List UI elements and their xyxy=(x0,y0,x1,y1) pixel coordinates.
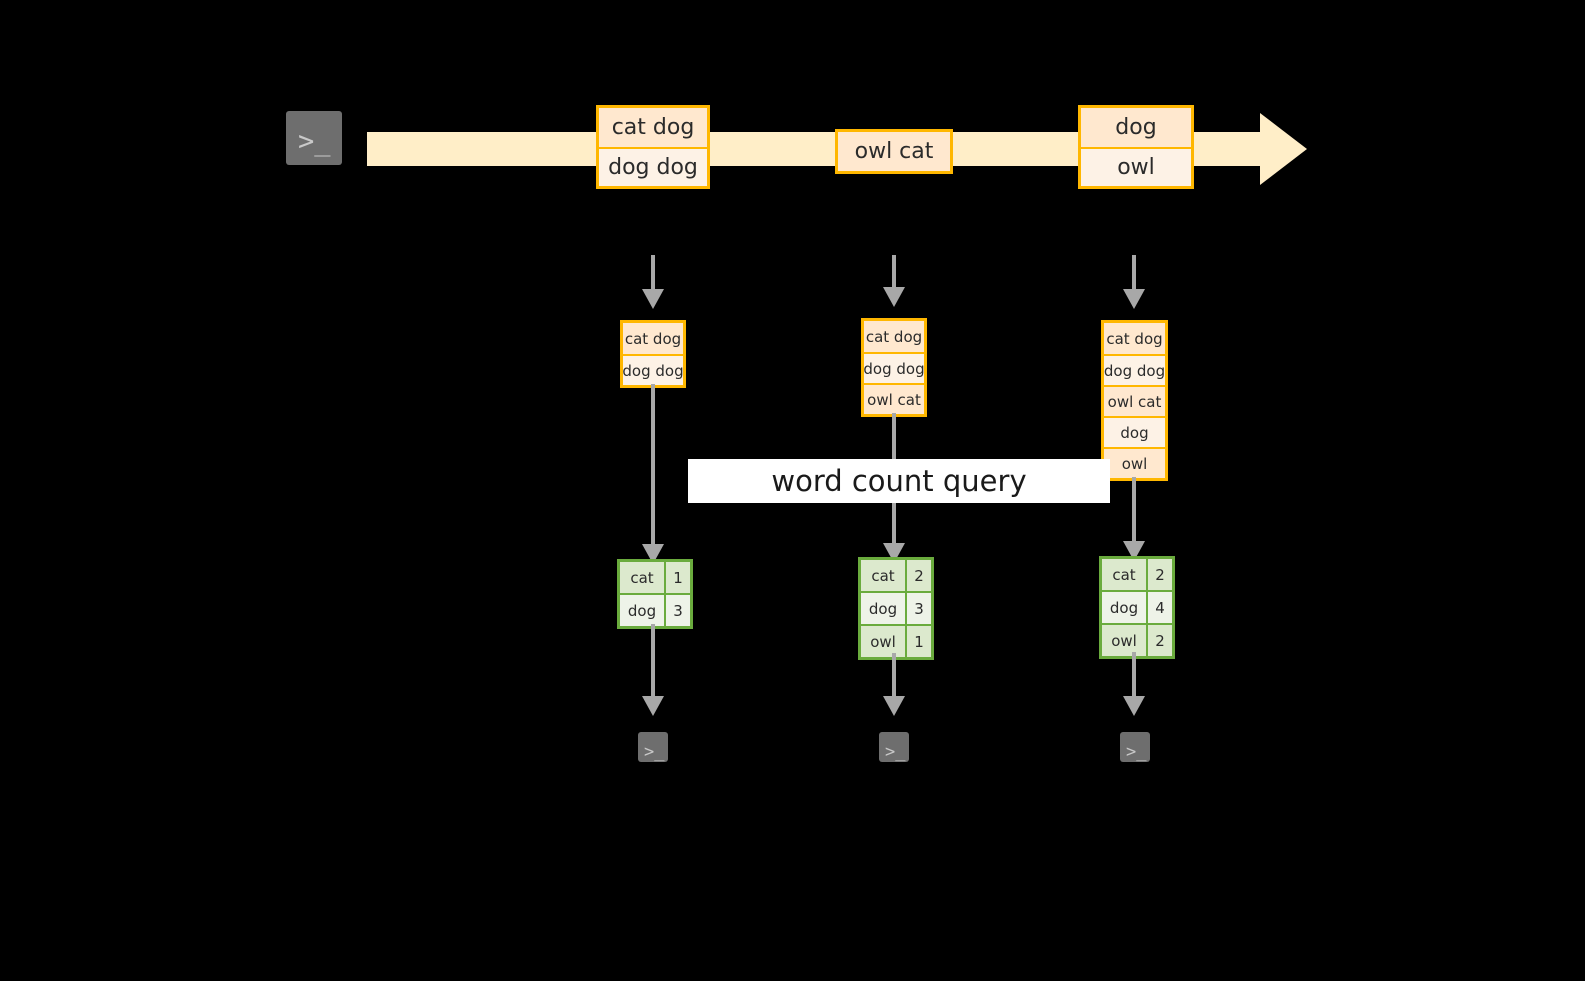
stage-3-result-count-3: 2 xyxy=(1146,625,1172,656)
input-stream-arrowhead xyxy=(1260,113,1307,185)
stage-1-result-word-2: dog xyxy=(620,595,664,626)
stream-batch-1: cat dog dog dog xyxy=(596,105,710,189)
stream-batch-2-line-1: owl cat xyxy=(854,139,934,164)
stream-batch-3: dog owl xyxy=(1078,105,1194,189)
stage-2-result-word-1: cat xyxy=(871,566,895,585)
table-row: owl 2 xyxy=(1102,623,1172,656)
terminal-prompt-glyph: >_ xyxy=(1126,742,1147,762)
stage-3-accumulated-records: cat dog dog dog owl cat dog owl xyxy=(1101,320,1168,481)
stream-batch-3-line-2: owl xyxy=(1081,147,1191,186)
stage-3-result-count-2: 4 xyxy=(1146,592,1172,623)
stage-3-sink-arrow-line xyxy=(1132,652,1136,702)
terminal-prompt-glyph: >_ xyxy=(885,742,906,762)
stage-2-result-count-2: 3 xyxy=(905,593,931,624)
stage-1-sink-terminal-icon: >_ xyxy=(629,723,677,771)
stage-3-record-1: cat dog xyxy=(1106,329,1163,348)
stream-batch-3-line-1: dog xyxy=(1115,115,1157,140)
stage-2-result-table: cat 2 dog 3 owl 1 xyxy=(858,557,934,660)
table-row: cat 2 xyxy=(861,560,931,591)
stage-1-sink-arrowhead xyxy=(642,696,664,716)
stage-3-record-5: owl xyxy=(1104,447,1165,478)
stage-1-query-arrow-line xyxy=(651,384,655,552)
stage-3-result-table: cat 2 dog 4 owl 2 xyxy=(1099,556,1175,659)
stage-1-record-1: cat dog xyxy=(624,329,682,348)
stage-3-result-word-1: cat xyxy=(1112,565,1136,584)
stage-3-record-4: dog xyxy=(1104,416,1165,447)
stage-2-result-word-2: dog xyxy=(861,593,905,624)
query-label: word count query xyxy=(688,459,1110,503)
stage-2-result-count-3: 1 xyxy=(905,626,931,657)
stage-3-dashed-connector xyxy=(1132,255,1136,293)
stage-2-record-3: owl cat xyxy=(864,383,924,414)
stage-3-dashed-arrowhead xyxy=(1123,289,1145,309)
table-row: owl 1 xyxy=(861,624,931,657)
stage-3-record-3: owl cat xyxy=(1104,385,1165,416)
stage-1-record-2: dog dog xyxy=(622,354,684,385)
table-row: dog 4 xyxy=(1102,590,1172,623)
stage-3-sink-terminal-icon: >_ xyxy=(1111,723,1159,771)
table-row: cat 2 xyxy=(1102,559,1172,590)
stage-1-result-count-2: 3 xyxy=(664,595,690,626)
stage-3-query-arrow-line xyxy=(1132,477,1136,552)
stage-2-accumulated-records: cat dog dog dog owl cat xyxy=(861,318,927,417)
stage-2-sink-arrow-line xyxy=(892,653,896,703)
stage-2-sink-terminal-icon: >_ xyxy=(870,723,918,771)
stage-2-result-count-1: 2 xyxy=(905,560,931,591)
stage-3-sink-arrowhead xyxy=(1123,696,1145,716)
stream-batch-1-line-1: cat dog xyxy=(611,115,695,140)
stage-1-result-table: cat 1 dog 3 xyxy=(617,559,693,629)
stage-1-sink-arrow-line xyxy=(651,624,655,702)
terminal-prompt-glyph: >_ xyxy=(644,742,665,762)
stage-1-result-count-1: 1 xyxy=(664,562,690,593)
stage-2-dashed-arrowhead xyxy=(883,287,905,307)
source-terminal-icon: >_ xyxy=(275,100,353,176)
stage-2-result-word-3: owl xyxy=(870,632,896,651)
terminal-prompt-glyph: >_ xyxy=(298,126,331,157)
table-row: cat 1 xyxy=(620,562,690,593)
stage-1-result-word-1: cat xyxy=(630,568,654,587)
stage-2-record-1: cat dog xyxy=(865,327,923,346)
stage-3-result-count-1: 2 xyxy=(1146,559,1172,590)
stage-1-accumulated-records: cat dog dog dog xyxy=(620,320,686,388)
stream-batch-1-line-2: dog dog xyxy=(599,147,707,186)
table-row: dog 3 xyxy=(861,591,931,624)
stage-3-result-word-2: dog xyxy=(1102,592,1146,623)
stage-2-dashed-connector xyxy=(892,255,896,291)
table-row: dog 3 xyxy=(620,593,690,626)
stage-2-record-2: dog dog xyxy=(863,352,925,383)
stream-batch-2: owl cat xyxy=(835,129,953,174)
stage-3-record-2: dog dog xyxy=(1104,354,1165,385)
stage-1-dashed-arrowhead xyxy=(642,289,664,309)
stage-1-dashed-connector xyxy=(651,255,655,293)
stage-2-sink-arrowhead xyxy=(883,696,905,716)
stage-3-result-word-3: owl xyxy=(1111,631,1137,650)
